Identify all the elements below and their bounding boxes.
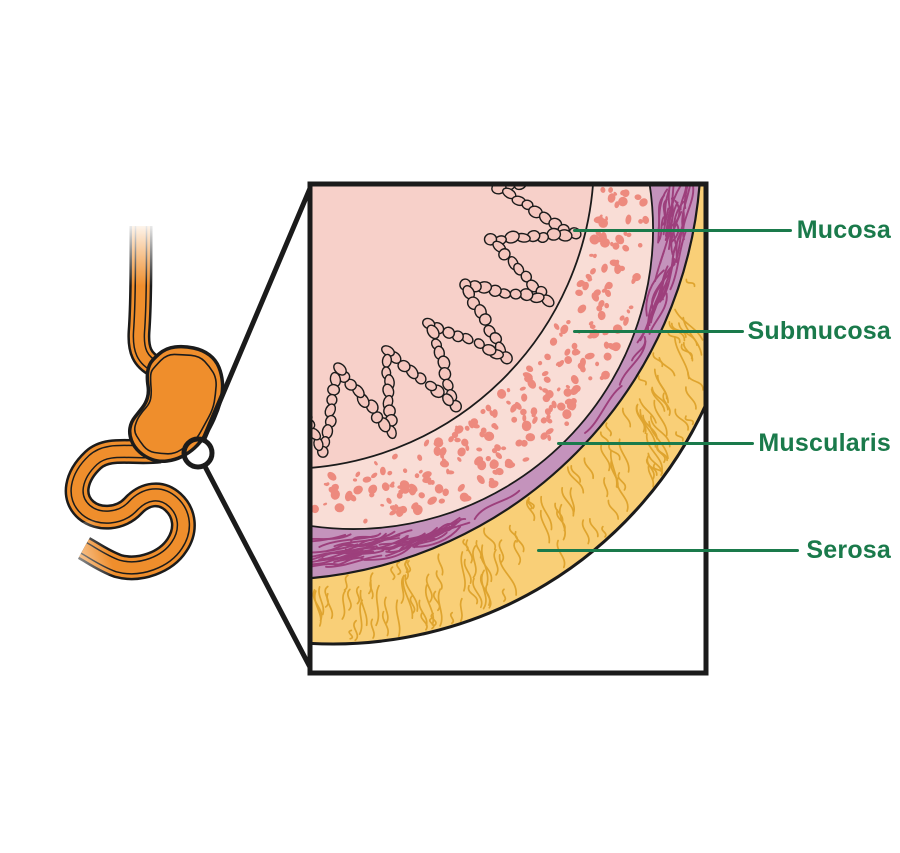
label-submucosa: Submucosa <box>747 317 891 345</box>
label-mucosa: Mucosa <box>796 216 891 244</box>
submucosa-texture <box>310 186 650 524</box>
zoom-line-top <box>200 183 314 443</box>
mucosa-submucosa-boundary <box>310 184 594 469</box>
muscularis-texture <box>310 184 695 568</box>
zoom-line-bottom <box>201 462 315 674</box>
submucosa-muscularis-boundary <box>310 184 654 530</box>
mucosa-villi <box>310 184 582 458</box>
wall-box-border <box>307 181 709 676</box>
layer-mucosa-fill <box>310 184 594 468</box>
label-line-submucosa <box>573 329 744 333</box>
label-line-serosa <box>537 548 799 552</box>
muscularis-serosa-boundary <box>310 184 701 580</box>
stomach-illustration <box>38 220 225 593</box>
label-serosa: Serosa <box>806 536 891 564</box>
label-line-mucosa <box>573 228 792 232</box>
intestine-tail-fade <box>38 517 116 593</box>
stomach-inner-wall-line <box>133 353 217 455</box>
magnifier-circle <box>181 436 215 470</box>
intestine-tube <box>64 438 196 581</box>
magnified-wall-box <box>307 181 709 676</box>
esophagus-fade <box>118 220 164 286</box>
magnifier-connector-lines <box>200 183 315 674</box>
label-line-muscularis <box>557 441 754 445</box>
label-muscularis: Muscularis <box>758 429 891 457</box>
serosa-outer-boundary <box>310 400 706 646</box>
magnifier-ring <box>181 436 215 470</box>
